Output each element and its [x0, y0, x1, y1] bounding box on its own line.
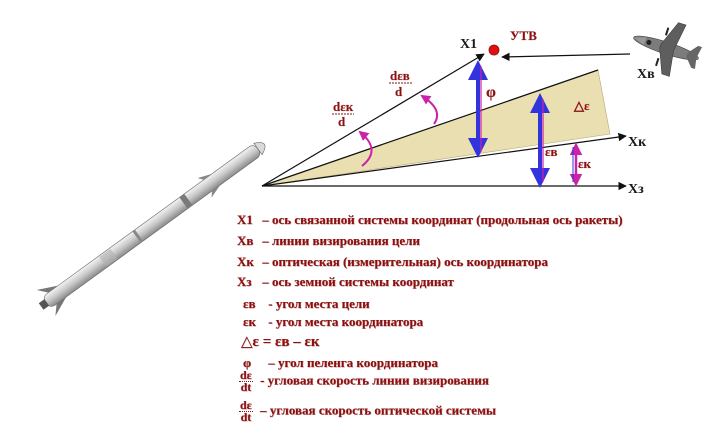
legend-text: – угол пеленга координатора [265, 355, 438, 370]
axis-x1-label: X1 [460, 37, 477, 52]
legend-text: - угловая скорость линии визирования [256, 372, 489, 388]
eps-v-label: εв [545, 144, 558, 159]
eps-k-label: εк [578, 156, 592, 171]
legend-row-xz: Xз – ось земной системы координат [237, 274, 454, 290]
aircraft-image [633, 22, 703, 77]
fraction-denominator: dt [240, 410, 252, 424]
delta-eps-label: △ε [573, 98, 590, 113]
d-eps-v-den: d [395, 84, 403, 99]
legend-row-eps-v: εв - угол места цели [243, 296, 370, 312]
fraction-numerator: dε [239, 398, 253, 412]
d-eps-v-num: dεв [390, 68, 410, 83]
legend-text: – ось земной системы координат [259, 274, 454, 289]
legend-symbol: εв [243, 296, 256, 311]
legend-row-delta-eps: △ε = εв – εк [241, 334, 320, 350]
legend-text: – ось связанной системы координат (продо… [259, 212, 623, 227]
target-to-point-arrow [501, 52, 631, 62]
legend-symbol: φ [243, 355, 252, 370]
legend-symbol: △ε = εв – εк [241, 334, 320, 350]
legend-text: – оптическая (измерительная) ось координ… [259, 254, 549, 269]
legend-symbol: εк [243, 314, 257, 329]
legend-text: - угол места цели [265, 296, 370, 311]
d-eps-k-arc [358, 130, 373, 167]
phi-label: φ [486, 84, 496, 101]
legend-symbol: Xз [237, 274, 252, 289]
axis-x1-line [261, 53, 485, 187]
d-eps-v-arc [420, 94, 438, 125]
axis-xk-label: Xк [628, 135, 647, 150]
legend-row-phi: φ – угол пеленга координатора [243, 355, 438, 371]
axis-xz-label: Xз [628, 182, 644, 197]
d-eps-k-num: dεк [333, 99, 354, 114]
legend-row-x1: X1 – ось связанной системы координат (пр… [237, 212, 623, 228]
utv-label: УТВ [510, 28, 537, 43]
sight-line [261, 69, 599, 187]
legend-row-xk: Xк – оптическая (измерительная) ось коор… [237, 254, 548, 270]
missile-image [36, 142, 266, 316]
legend-text: - угол места координатора [265, 314, 424, 329]
legend-symbol: Xв [237, 233, 254, 248]
fraction-numerator: dε [239, 368, 253, 382]
legend-symbol: Xк [237, 254, 254, 269]
d-eps-k-den: d [338, 114, 346, 129]
legend-text: – линии визирования цели [259, 233, 420, 248]
fraction-denominator: dt [240, 380, 252, 394]
axis-xv-label: Xв [637, 67, 655, 82]
legend-row-xv: Xв – линии визирования цели [237, 233, 420, 249]
axis-xk-line [261, 132, 627, 187]
legend-symbol: X1 [237, 212, 253, 227]
legend-text: – угловая скорость оптической системы [256, 402, 497, 418]
legend-row-eps-k: εк - угол места координатора [243, 314, 423, 330]
utv-point [488, 44, 500, 56]
